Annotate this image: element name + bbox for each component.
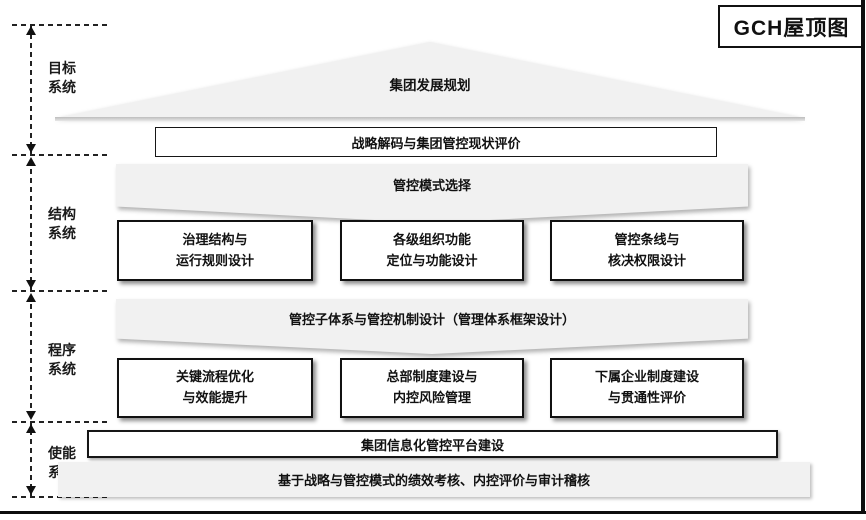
- arrow-down-icon: [26, 280, 36, 289]
- mode-selection-banner: 管控模式选择: [116, 164, 748, 223]
- axis-boundary-line-top: [12, 24, 110, 26]
- axis-boundary-line-1: [12, 154, 110, 156]
- box-hq-system: 总部制度建设与 内控风险管理: [340, 358, 524, 418]
- section-label-procedure: 程序 系统: [48, 342, 76, 377]
- pyramid-base-line: [55, 117, 805, 121]
- right-border-line: [861, 0, 865, 514]
- arrow-down-icon: [26, 144, 36, 153]
- section-label-goal: 目标 系统: [48, 60, 76, 95]
- arrow-up-icon: [26, 293, 36, 302]
- box-org-function: 各级组织功能 定位与功能设计: [340, 220, 524, 281]
- axis-boundary-line-bottom: [12, 496, 110, 498]
- bottom-border-line: [0, 511, 866, 514]
- subsystem-design-label: 管控子体系与管控机制设计（管理体系框架设计）: [116, 299, 748, 354]
- diagram-title: GCH屋顶图: [718, 5, 865, 48]
- section-label-structure: 结构 系统: [48, 206, 76, 241]
- arrow-up-icon: [26, 26, 36, 35]
- arrow-up-icon: [26, 424, 36, 433]
- assessment-bar: 基于战略与管控模式的绩效考核、内控评价与审计稽核: [58, 462, 810, 497]
- box-control-lines: 管控条线与 核决权限设计: [550, 220, 744, 281]
- info-platform-bar: 集团信息化管控平台建设: [87, 430, 778, 458]
- axis-boundary-line-2: [12, 290, 110, 292]
- subsystem-design-banner: 管控子体系与管控机制设计（管理体系框架设计）: [116, 299, 748, 354]
- axis-boundary-line-3: [12, 421, 110, 423]
- pyramid-apex-shape: 集团发展规划: [55, 42, 805, 118]
- dashed-axis-line: [30, 25, 32, 498]
- pyramid-apex-label: 集团发展规划: [389, 78, 471, 93]
- arrow-down-icon: [26, 411, 36, 420]
- mode-selection-label: 管控模式选择: [116, 164, 748, 223]
- box-subsidiary-system: 下属企业制度建设 与贯通性评价: [550, 358, 744, 418]
- arrow-up-icon: [26, 157, 36, 166]
- arrow-down-icon: [26, 486, 36, 495]
- box-governance-structure: 治理结构与 运行规则设计: [117, 220, 313, 281]
- strategy-decode-bar: 战略解码与集团管控现状评价: [155, 127, 717, 157]
- box-process-optimization: 关键流程优化 与效能提升: [117, 358, 313, 418]
